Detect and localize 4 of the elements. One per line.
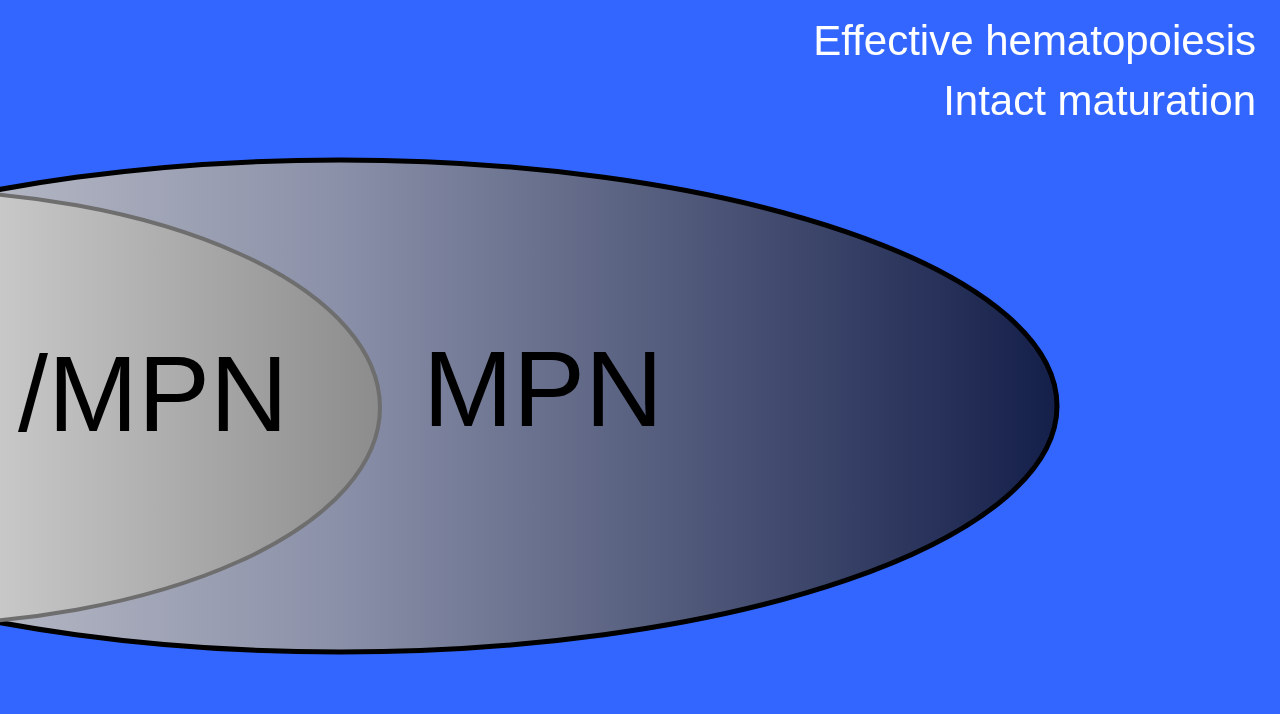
note-text: Intact maturation — [943, 76, 1256, 126]
note-text: Effective hematopoiesis — [813, 16, 1256, 66]
ellipse-label: /MPN — [18, 340, 288, 448]
ellipse-label: MPN — [423, 335, 663, 443]
